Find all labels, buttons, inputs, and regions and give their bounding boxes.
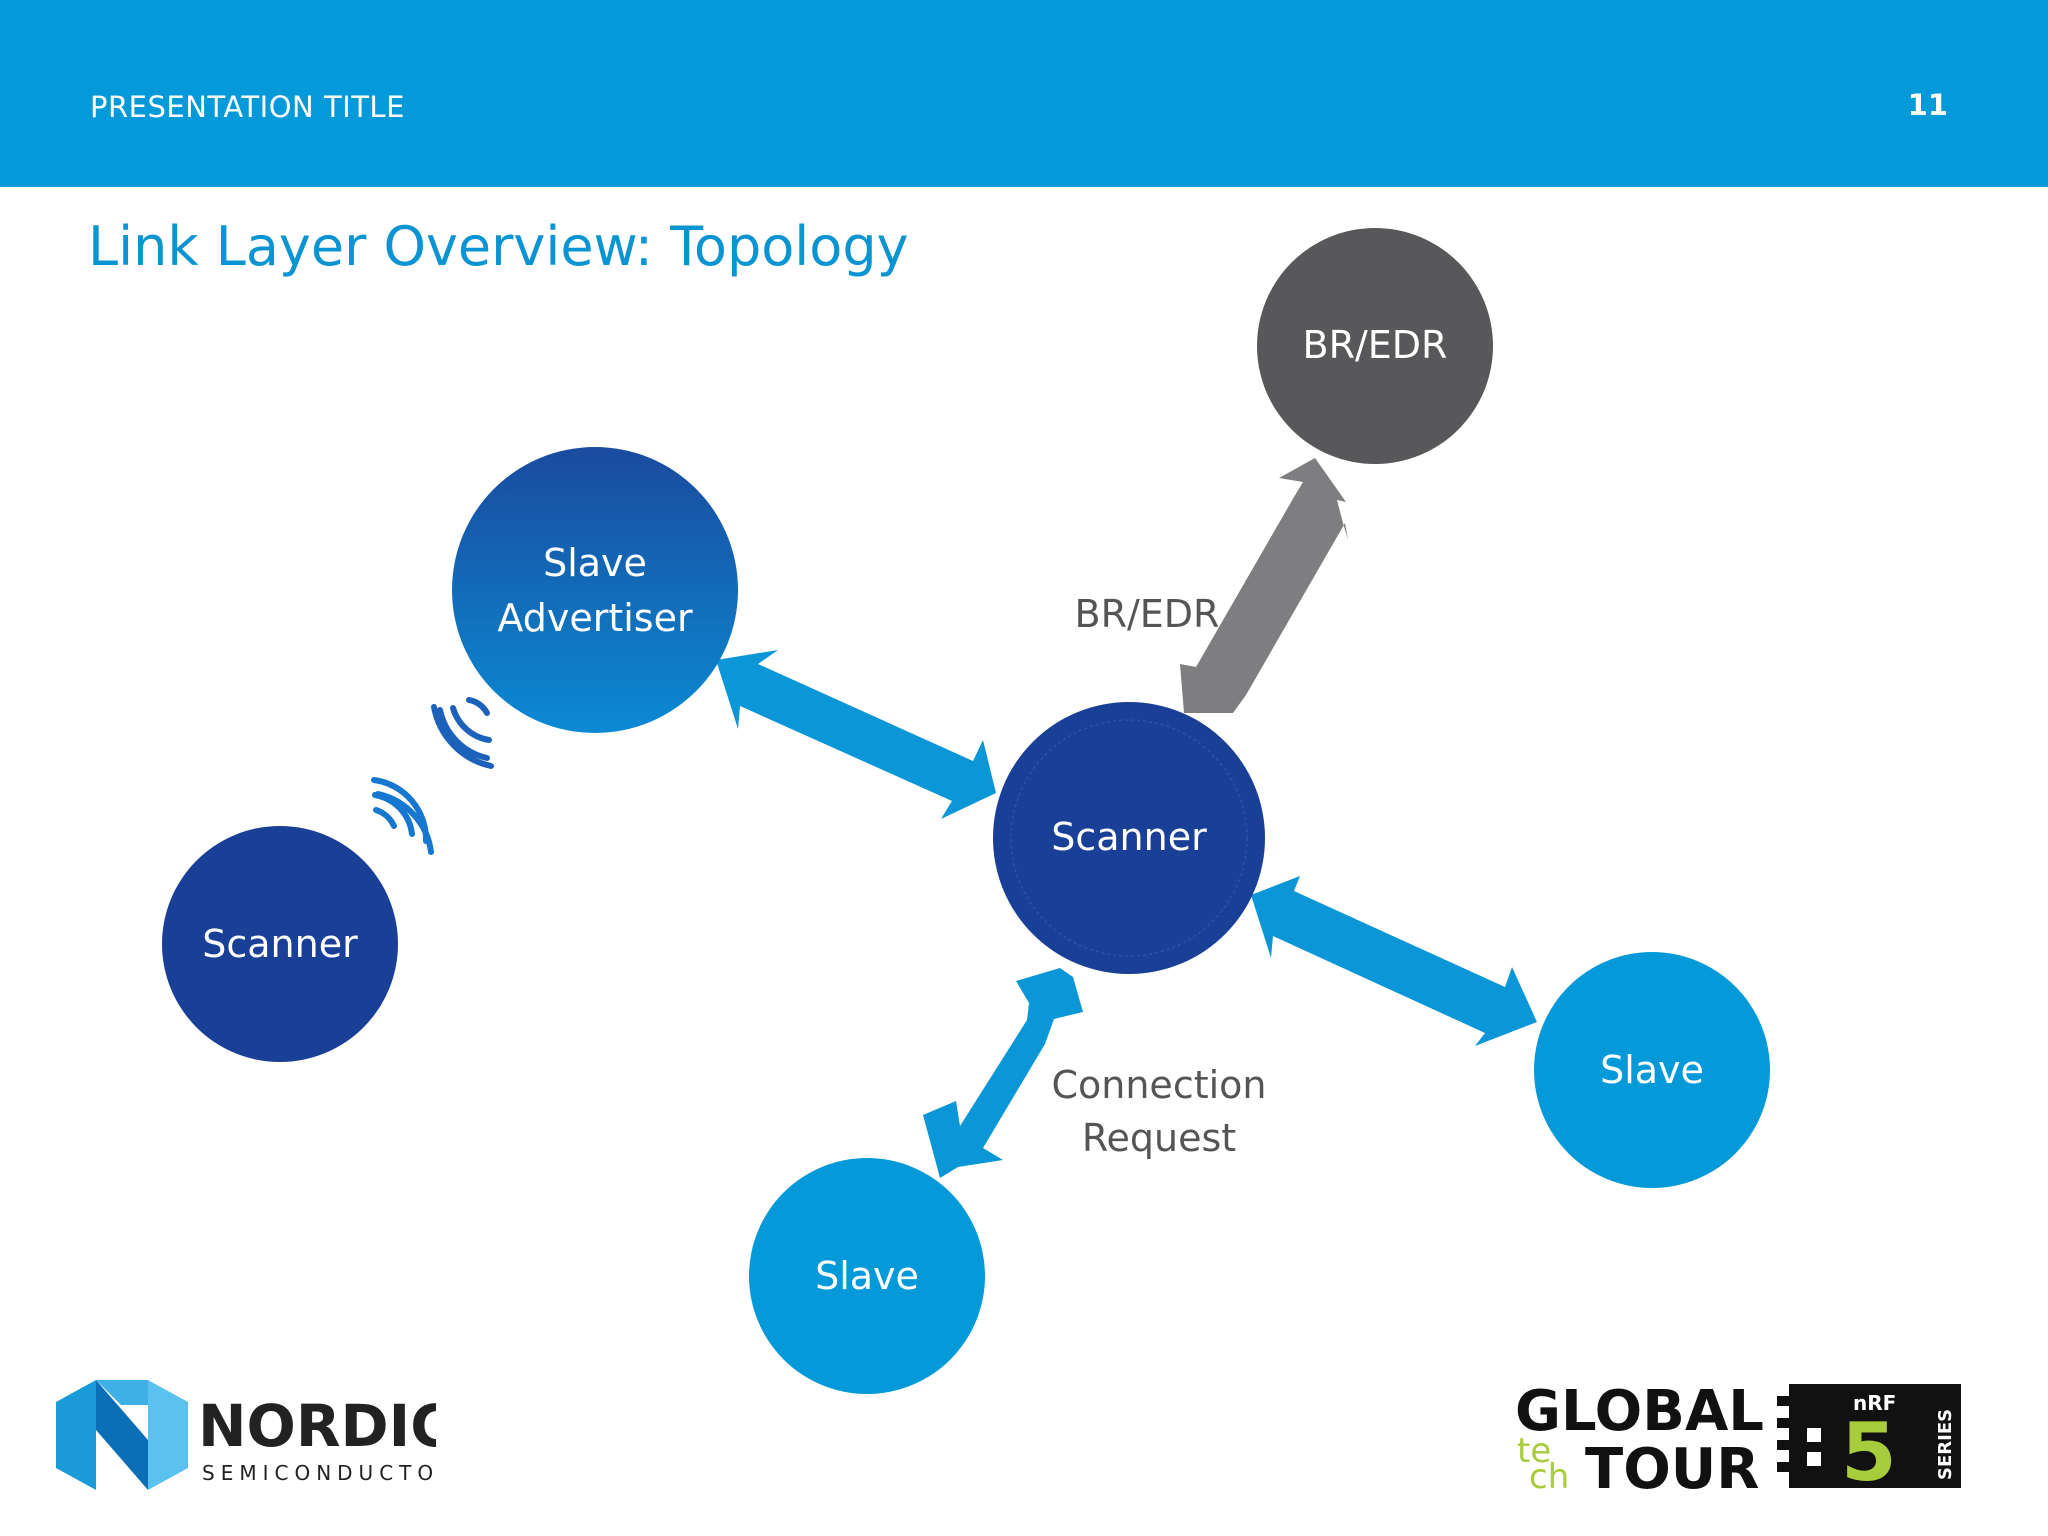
tour-word-te: te [1517, 1431, 1551, 1471]
series-nrf: nRF [1853, 1391, 1896, 1415]
edge-arrow-br-edr [1180, 458, 1348, 713]
node-slave-right: Slave [1534, 952, 1770, 1188]
node-label: Scanner [1051, 815, 1207, 859]
node-label-line1: Slave [543, 541, 647, 585]
nordic-subtitle: SEMICONDUCTOR [202, 1461, 436, 1485]
wifi-signal-icon [431, 697, 494, 769]
tour-word-global: GLOBAL [1515, 1380, 1764, 1444]
node-label: Scanner [202, 922, 358, 966]
edge-arrow-slave-advertiser [716, 650, 996, 819]
node-scanner-center: Scanner [993, 702, 1265, 974]
presentation-title: PRESENTATION TITLE [90, 90, 405, 124]
node-label-line2: Advertiser [497, 596, 693, 640]
edge-label-connection-request-line1: Connection [1051, 1063, 1266, 1107]
node-label: Slave [1600, 1048, 1704, 1092]
series-word: SERIES [1935, 1409, 1956, 1480]
node-label: Slave [815, 1254, 919, 1298]
edge-label-br-edr: BR/EDR [1075, 592, 1220, 636]
edge-arrow-slave-bottom [923, 968, 1083, 1178]
node-slave-advertiser: Slave Advertiser [452, 447, 738, 733]
tour-word-ch: ch [1529, 1457, 1569, 1490]
nordic-n-icon [56, 1380, 188, 1490]
header-bar: PRESENTATION TITLE 11 [0, 0, 2048, 187]
global-tech-tour-logo: GLOBAL te ch TOUR nRF 5 SERIES [1515, 1380, 1961, 1490]
nordic-semiconductor-logo: NORDIC SEMICONDUCTOR [56, 1380, 436, 1490]
series-number: 5 [1841, 1406, 1897, 1490]
slide-title: Link Layer Overview: Topology [88, 215, 909, 278]
nordic-wordmark: NORDIC [198, 1392, 436, 1460]
edge-label-connection-request-line2: Request [1082, 1116, 1236, 1160]
edge-arrow-slave-right [1251, 876, 1537, 1046]
node-slave-bottom: Slave [749, 1158, 985, 1394]
slide-number: 11 [1907, 88, 1948, 122]
node-br-edr: BR/EDR [1257, 228, 1493, 464]
tour-word-tour: TOUR [1585, 1437, 1759, 1490]
node-scanner-left: Scanner [162, 826, 398, 1062]
node-label: BR/EDR [1303, 323, 1448, 367]
nrf5-series-badge: nRF 5 SERIES [1777, 1384, 1961, 1490]
wifi-signal-icon [371, 777, 434, 855]
